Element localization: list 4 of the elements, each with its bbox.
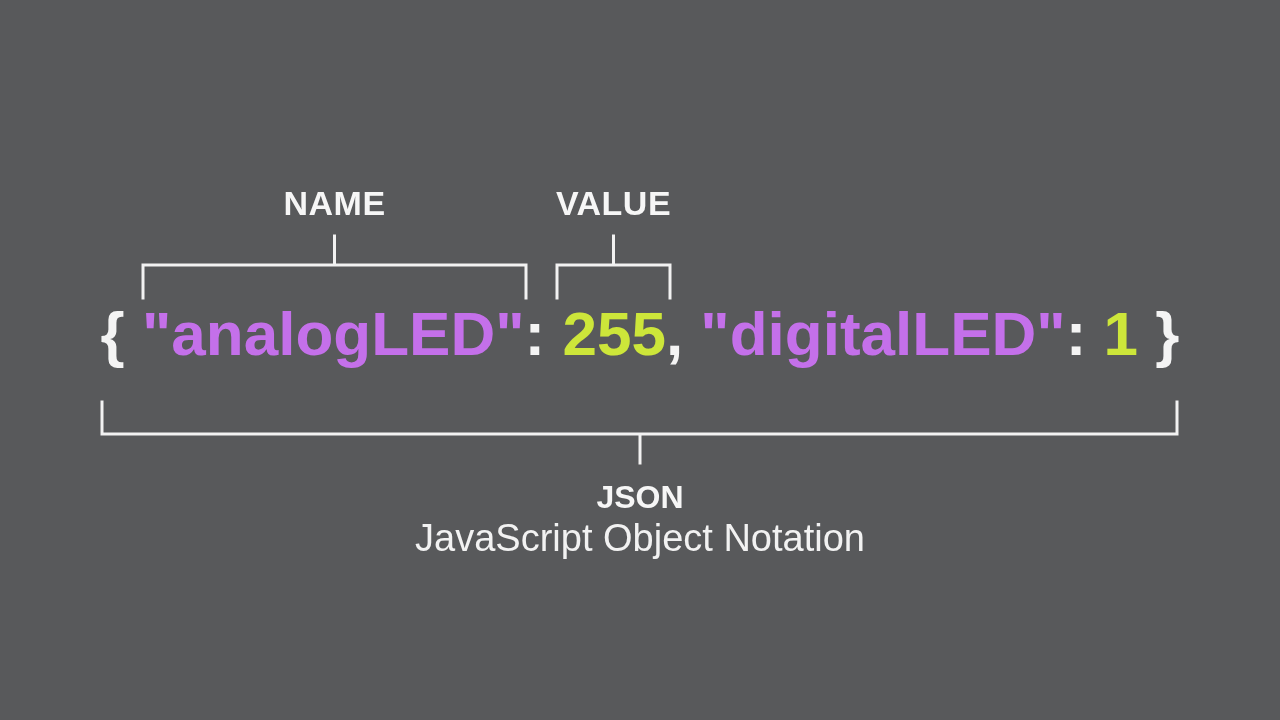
heading: JSON: [596, 481, 684, 513]
subtitle: JavaScript Object Notation: [415, 519, 865, 557]
bracket-label: VALUE: [555, 186, 672, 220]
bracket-label: NAME: [283, 186, 386, 220]
